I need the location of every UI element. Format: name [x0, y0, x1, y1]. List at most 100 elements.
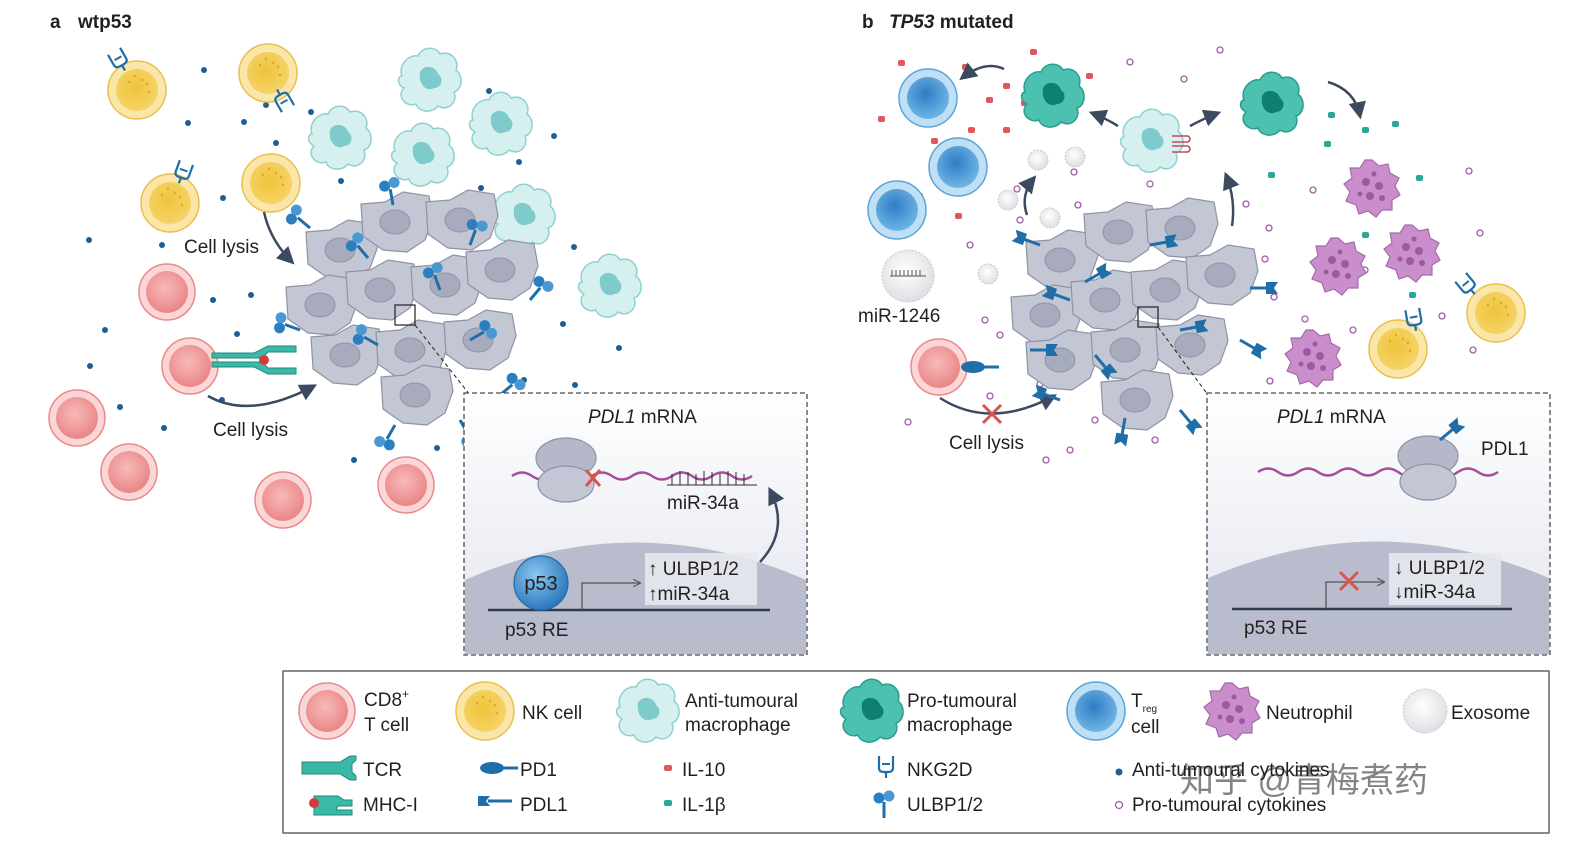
anti-tumoural-macrophage [577, 253, 642, 318]
legend-pdl1-icon [478, 796, 512, 806]
legend-cd8-label: CD8 [364, 690, 402, 711]
nk-cell [1466, 283, 1526, 343]
ribosome [1397, 435, 1459, 501]
pro-tumoural-macrophage [1239, 71, 1304, 136]
legend-cd8-label-2: T cell [364, 715, 409, 736]
legend-il10-label: IL-10 [682, 760, 725, 781]
tcr-mhc-synapse [211, 345, 297, 375]
anti-tumoural-macrophage [390, 122, 455, 187]
anti-tumoural-macrophage [468, 91, 533, 156]
legend-cd8-icon [298, 682, 356, 740]
p53-re-label: p53 RE [505, 620, 568, 641]
legend-tcr-label: TCR [363, 760, 402, 781]
treg-cell [928, 137, 988, 197]
ulbp-down-label: ↓ ULBP1/2 [1394, 558, 1485, 579]
legend-cd8-sup: + [402, 687, 409, 701]
legend-pro-macrophage-icon [839, 678, 904, 743]
mrna-label: mRNA [636, 407, 698, 428]
svg-text:PDL1 mRNA: PDL1 mRNA [1277, 407, 1386, 428]
nk-cell [107, 60, 167, 120]
panel-b-letter: b [862, 12, 874, 33]
neutrophil [1343, 159, 1401, 218]
ulbp-up-label: ↑ ULBP1/2 [648, 559, 739, 580]
neutrophil [1383, 224, 1441, 283]
legend-treg-icon [1066, 681, 1126, 741]
legend-nk-icon [455, 681, 515, 741]
legend-exosome-label: Exosome [1451, 703, 1530, 724]
cd8-t-cell [910, 338, 968, 396]
pro-tumoural-macrophage [1020, 63, 1085, 128]
cd8-t-cell [161, 337, 219, 395]
pdl1-label: PDL1 [1481, 439, 1529, 460]
cell-lysis-label: Cell lysis [184, 237, 259, 258]
legend-il1b-label: IL-1β [682, 795, 726, 816]
cross-mark [584, 469, 602, 487]
legend-mhc-icon [309, 795, 353, 816]
svg-text:TP53 mutated: TP53 mutated [889, 12, 1014, 33]
anti-tumoural-cytokine-dots [86, 67, 622, 463]
tumour-mass-a [285, 189, 539, 426]
legend-exosome-icon [1402, 688, 1448, 734]
exosome [977, 263, 999, 285]
panel-b: b TP53 mutated [858, 12, 1551, 656]
legend-pd1-label: PD1 [520, 760, 557, 781]
legend-pro-macrophage-label-2: macrophage [907, 715, 1013, 736]
panel-a-title: wtp53 [77, 12, 132, 33]
panel-b-title-rest: mutated [934, 12, 1013, 33]
exosome [1064, 146, 1086, 168]
pd1-receptor [959, 359, 1001, 375]
panel-a-letter: a [50, 12, 61, 33]
legend-anti-cytokine-label: Anti-tumoural cytokines [1132, 760, 1329, 781]
exosome [1027, 149, 1049, 171]
cd8-t-cell [48, 389, 106, 447]
legend-neutrophil-label: Neutrophil [1266, 703, 1353, 724]
legend-anti-macrophage-icon [615, 678, 680, 743]
mirna-binding [667, 471, 757, 486]
anti-tumoural-macrophage [491, 183, 556, 248]
legend-pro-cytokine-icon [1114, 800, 1124, 810]
mirna-hairpins [1172, 135, 1191, 153]
cell-lysis-label: Cell lysis [949, 433, 1024, 454]
svg-text:Treg: Treg [1131, 691, 1157, 715]
svg-text:PDL1 mRNA: PDL1 mRNA [588, 407, 697, 428]
exosome [1039, 207, 1061, 229]
tumour-mass-b [1010, 197, 1259, 431]
anti-tumoural-macrophage [397, 47, 462, 112]
legend-anti-macrophage-label-2: macrophage [685, 715, 791, 736]
treg-cell [898, 68, 958, 128]
mirna-feedback-arrow [759, 486, 785, 563]
nk-cell [241, 153, 301, 213]
nk-cell [140, 173, 200, 233]
cross-mark [1338, 570, 1360, 592]
exosome [997, 189, 1019, 211]
il-1b-dots [1268, 112, 1423, 298]
cell-lysis-arrow [262, 211, 295, 265]
neutrophil [1284, 329, 1342, 388]
legend-mhc-label: MHC-I [363, 795, 418, 816]
legend-nk-label: NK cell [522, 703, 582, 724]
svg-text:CD8+: CD8+ [364, 687, 409, 711]
panel-b-title: TP53 [889, 12, 935, 33]
panel-a: a wtp53 [48, 12, 808, 656]
legend: CD8+ T cell NK cell Anti-tumoural macrop… [282, 670, 1550, 834]
flow-arrows [939, 62, 1366, 415]
legend-anti-macrophage-label: Anti-tumoural [685, 691, 798, 712]
p53-re-label: p53 RE [1244, 618, 1307, 639]
inset-wt-p53: PDL1 mRNA miR-34a p53 ↑ ULBP1/2 ↑miR [463, 392, 808, 656]
legend-il1b-icon [664, 800, 672, 806]
mir-34a-label: miR-34a [667, 493, 739, 514]
cd8-t-cell [100, 443, 158, 501]
mir-34a-up-label: ↑miR-34a [648, 584, 730, 605]
p53-protein [513, 555, 569, 611]
nk-cell [1368, 319, 1428, 379]
legend-pdl1-label: PDL1 [520, 795, 568, 816]
watermark-text: 知乎 @青梅煮药 [1180, 762, 1428, 800]
anti-tumoural-macrophage [307, 105, 372, 170]
blocked-lysis-cross [981, 403, 1003, 425]
pdl1-mrna-italic: PDL1 [1277, 407, 1325, 428]
pdl1-mrna-italic: PDL1 [588, 407, 636, 428]
treg-cell [867, 180, 927, 240]
legend-ulbp-label: ULBP1/2 [907, 795, 983, 816]
legend-pro-cytokine-label: Pro-tumoural cytokines [1132, 795, 1326, 816]
